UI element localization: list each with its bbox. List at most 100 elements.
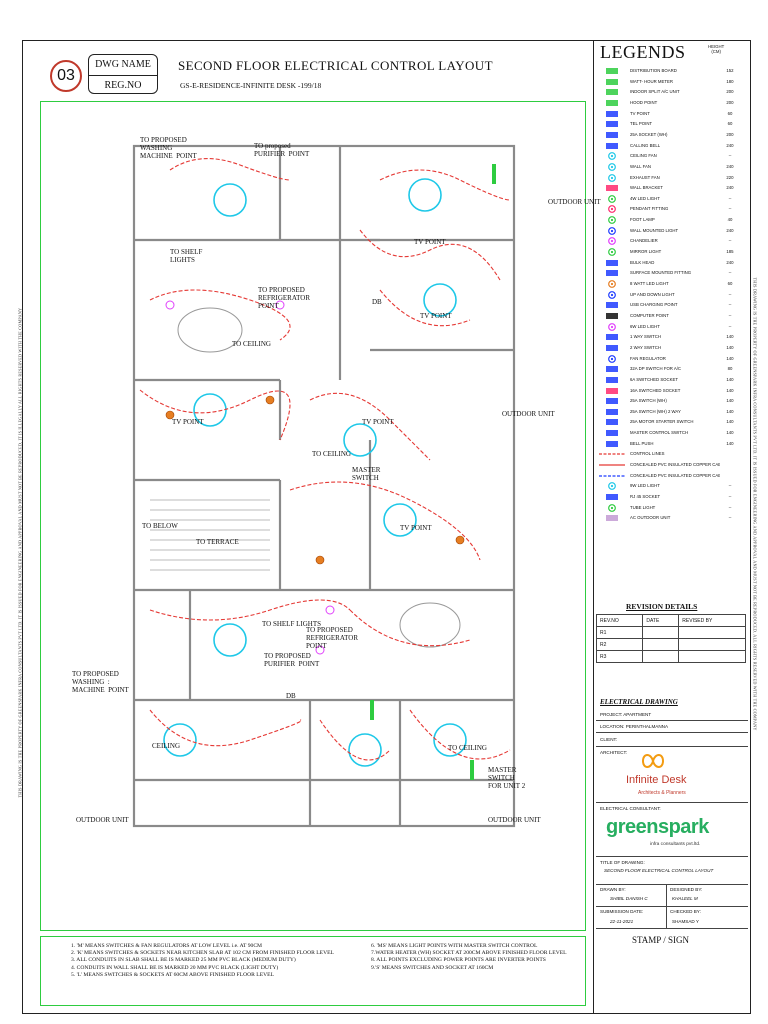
legend-label: TV POINT xyxy=(630,110,650,116)
legend-height: 200 xyxy=(726,99,734,105)
led-9w-icon xyxy=(598,482,626,491)
socket-16a-icon xyxy=(598,387,626,395)
reg-no-label: REG.NO xyxy=(104,80,142,91)
fan-regulator-icon xyxy=(598,354,626,363)
legend-label: BULK HEAD xyxy=(630,259,655,265)
legend-label: TEL POINT xyxy=(630,121,653,127)
legend-height: 240 xyxy=(726,259,734,265)
legend-label: CONCEALED PVC INSULATED COPPER CABLES xyxy=(630,472,720,478)
bell-icon xyxy=(598,142,626,150)
bell-push-icon xyxy=(598,440,626,448)
legends-title: LEGENDS xyxy=(600,42,686,62)
legend-label: HOOD POINT xyxy=(630,99,658,105)
dwg-name-label: DWG NAME xyxy=(89,55,157,76)
project-field: PROJECT: APARTMENT xyxy=(600,712,652,717)
label-washing-top: TO PROPOSED WASHING MACHINE POINT xyxy=(140,136,197,160)
db-icon xyxy=(598,67,626,75)
legend-label: CONTROL LINES xyxy=(630,451,665,457)
usb-icon xyxy=(598,301,626,309)
legend-label: AC OUTDOOR UNIT xyxy=(630,515,671,521)
legend-label: RJ 45 SOCKET xyxy=(630,494,661,499)
revision-cell xyxy=(642,638,680,651)
checked-by-label: CHECKED BY: xyxy=(670,909,701,914)
legend-label: 6W LED LIGHT xyxy=(630,323,660,329)
legend-label: TUBE LIGHT xyxy=(630,504,656,510)
legend-row: AC OUTDOOR UNIT-- xyxy=(598,513,748,524)
legend-height: 140 xyxy=(726,355,734,361)
label-refrigerator-bottom: TO PROPOSED REFRIGERATOR POINT xyxy=(306,626,358,650)
tel-icon xyxy=(598,120,626,128)
wall-bracket-icon xyxy=(598,184,626,192)
electrical-drawing-heading: ELECTRICAL DRAWING xyxy=(600,698,678,706)
revision-cell xyxy=(678,638,746,651)
legend-label: CEILING FAN xyxy=(630,153,657,159)
legend-row: PENDANT FITTING-- xyxy=(598,204,748,215)
designed-by-label: DESIGNED BY: xyxy=(670,887,703,892)
dp-switch-icon xyxy=(598,365,626,373)
cable-line-icon xyxy=(598,472,626,480)
legend-row: CEILING FAN -- xyxy=(598,151,748,162)
cable-line-icon xyxy=(598,461,626,469)
note-line: 6. 'MS' MEANS LIGHT POINTS WITH MASTER S… xyxy=(371,943,538,949)
legend-label: 4W LED LIGHT xyxy=(630,195,660,201)
note-line: 1. 'M' MEANS SWITCHES & FAN REGULATORS A… xyxy=(71,943,263,949)
legend-label: CHANDELIER xyxy=(630,238,658,244)
revision-row: R3 xyxy=(595,650,746,663)
note-line: 9.'S' MEANS SWITCHES AND SOCKET AT 160CM xyxy=(371,964,494,971)
wall-light-icon xyxy=(598,226,626,235)
legend-height: 80 xyxy=(727,366,733,372)
legend-label: FOOT LAMP xyxy=(630,217,655,223)
label-to-ceiling-bottom-right: TO CEILING xyxy=(448,744,487,752)
two-way-switch-icon xyxy=(598,344,626,352)
legends-height-header: HEIGHT (CM) xyxy=(708,44,725,54)
revision-cell: R2 xyxy=(595,638,644,651)
legend-label: 25A MOTOR STARTER SWITCH xyxy=(630,419,694,425)
right-side-note: THIS DRAWING IS THE PROPERTY OF GREENSPA… xyxy=(752,277,758,731)
label-master-switch-2: MASTER SWITCH FOR UNIT 2 xyxy=(488,766,526,790)
legend-height: 140 xyxy=(726,334,734,340)
legend-height: 200 xyxy=(726,89,734,95)
title-block-panel xyxy=(593,40,751,1014)
legend-label: WALL MOUNTED LIGHT xyxy=(630,227,679,233)
notes-column-2: 6. 'MS' MEANS LIGHT POINTS WITH MASTER S… xyxy=(371,943,581,972)
drawing-sheet-border xyxy=(22,40,751,1014)
legend-height: -- xyxy=(728,483,732,489)
meter-icon xyxy=(598,78,626,86)
legend-label: 9W LED LIGHT xyxy=(630,483,660,489)
socket-wh-icon xyxy=(598,131,626,139)
label-tv-point-2: TV POINT xyxy=(420,312,452,320)
label-outdoor-unit-3: OUTDOOR UNIT xyxy=(76,816,129,824)
led-6w-icon xyxy=(598,322,626,331)
legend-height: 140 xyxy=(726,430,734,436)
consultant-field: ELECTRICAL CONSULTANT: xyxy=(600,806,661,811)
legend-row: 25A SWITCH (WH)140 xyxy=(598,396,748,407)
sheet-number-circle: 03 xyxy=(50,60,82,92)
label-outdoor-unit-4: OUTDOOR UNIT xyxy=(488,816,541,824)
legend-height: -- xyxy=(728,504,732,510)
legend-height: 152 xyxy=(726,68,734,73)
legend-row: CONCEALED PVC INSULATED COPPER CABLES xyxy=(598,471,748,482)
legend-row: TUBE LIGHT -- xyxy=(598,503,748,514)
exhaust-fan-icon xyxy=(598,173,626,182)
legend-height: 140 xyxy=(726,344,734,350)
legend-label: 25A SWITCH (WH) xyxy=(630,398,667,404)
legend-label: MASTER CONTROL SWITCH xyxy=(630,430,689,436)
legend-height: 240 xyxy=(726,185,734,191)
legend-row: CONTROL LINES xyxy=(598,449,748,460)
control-line-icon xyxy=(598,450,626,458)
legend-row: 6W LED LIGHT-- xyxy=(598,322,748,333)
submission-date-value: 22-11-2021 xyxy=(610,919,634,924)
legend-row: 25A SOCKET (WH)200 xyxy=(598,130,748,141)
drawn-by-value: SHIBIL DANISH C xyxy=(610,896,648,901)
label-db-bottom: DB xyxy=(286,692,296,700)
legend-height: -- xyxy=(728,153,732,159)
led-4w-icon xyxy=(598,194,626,203)
